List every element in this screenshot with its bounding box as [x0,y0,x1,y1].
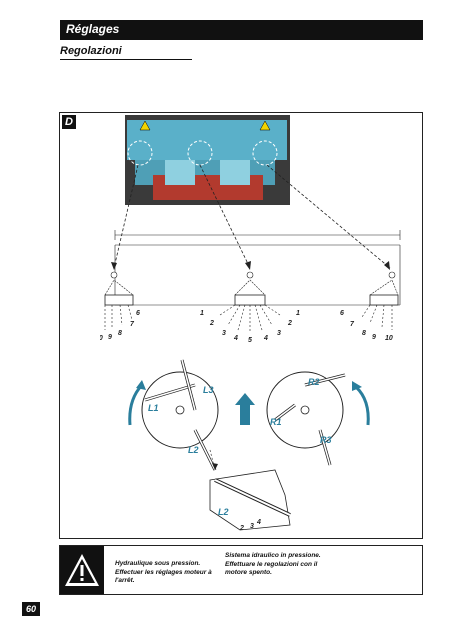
tick-left-9: 9 [108,334,112,341]
adjustment-diagram: 10 9 8 7 6 1 2 3 4 5 4 3 2 1 6 7 8 9 10 … [100,230,401,532]
machine-photo [125,115,290,205]
disc-label-l3: L3 [203,385,214,395]
disc-label-r1: R1 [270,417,282,427]
tick-center-2a: 2 [209,320,214,327]
disc-label-l2: L2 [188,445,199,455]
section-subtitle: Regolazioni [60,45,122,57]
disc-label-r2: R2 [308,377,320,387]
tick-center-5: 5 [248,337,252,344]
page-number: 60 [22,602,40,616]
header-bar [60,20,423,40]
warning-icon-box [60,546,104,594]
tick-right-10: 10 [385,335,393,342]
page-title: Réglages [66,22,120,36]
tick-left-8: 8 [118,330,122,337]
subtitle-underline [60,59,192,60]
tick-left-7: 7 [130,321,135,328]
tick-right-6: 6 [340,310,344,317]
warning-triangle-icon [65,554,99,586]
tick-left-10: 10 [100,335,103,342]
figure-frame [59,112,423,539]
detail-mark-4: 4 [256,519,261,526]
tick-right-9: 9 [372,334,376,341]
tick-right-8: 8 [362,330,366,337]
tick-center-4a: 4 [233,335,238,342]
tick-center-3a: 3 [222,330,226,337]
tick-center-1b: 1 [296,310,300,317]
tick-center-3b: 3 [277,330,281,337]
detail-mark-2: 2 [239,525,244,532]
tick-center-4b: 4 [263,335,268,342]
figure-letter: D [62,115,76,129]
detail-label-l2: L2 [218,507,229,517]
tick-center-2b: 2 [287,320,292,327]
warning-text-it: Sistema idraulico in pressione. Effettua… [225,552,321,576]
warning-box [59,545,423,595]
warning-text-fr: Hydraulique sous pression. Effectuer les… [115,560,212,584]
disc-label-r3: R3 [320,435,332,445]
tick-left-6: 6 [136,310,140,317]
tick-center-1a: 1 [200,310,204,317]
tick-right-7: 7 [350,321,355,328]
disc-label-l1: L1 [148,403,159,413]
detail-mark-3: 3 [250,523,254,530]
